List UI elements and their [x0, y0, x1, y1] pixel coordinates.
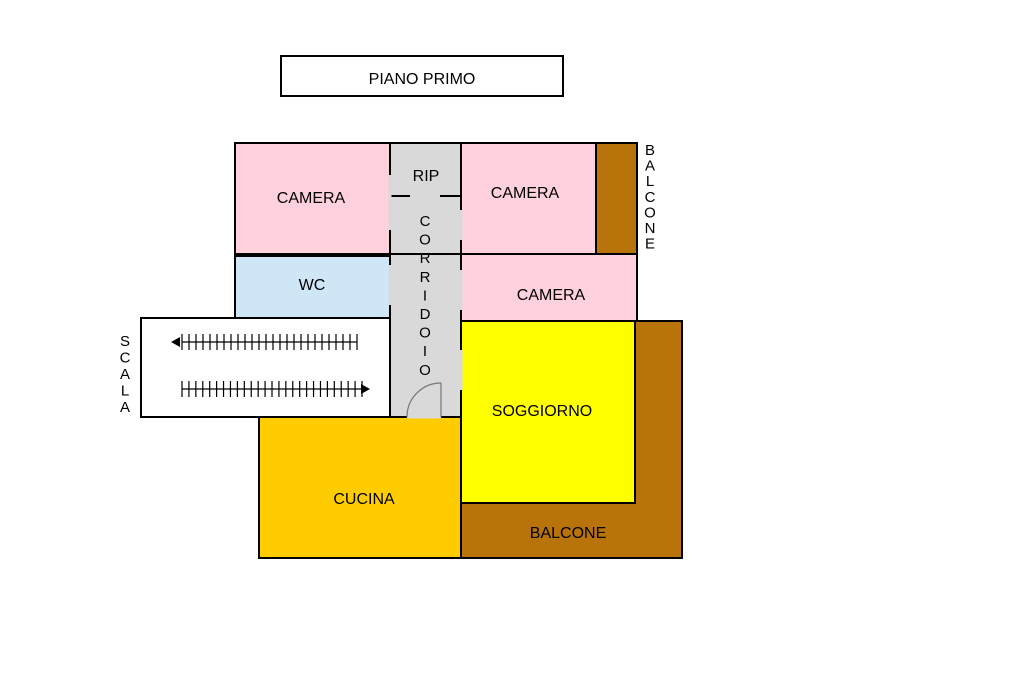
door-openings: [388, 175, 463, 419]
vertical-letter: R: [420, 250, 431, 267]
vertical-letter: L: [121, 383, 129, 400]
label-wc: WC: [299, 277, 326, 294]
camera-3-area: [461, 254, 637, 321]
stair-upper-run: [181, 334, 358, 350]
scala-area: [141, 318, 390, 417]
label-rip: RIP: [413, 168, 440, 185]
door-swing: [406, 382, 442, 418]
vertical-letter: I: [423, 343, 427, 360]
label-soggiorno: SOGGIORNO: [492, 403, 592, 420]
vertical-letter: I: [423, 287, 427, 304]
soggiorno-area: [461, 321, 635, 503]
vertical-letter: O: [419, 362, 431, 379]
corridoio-area: [390, 143, 461, 417]
stair-arrow-left: [171, 337, 180, 347]
vertical-letter: S: [120, 333, 130, 350]
cucina-area: [259, 417, 461, 558]
balcone-side-area: [596, 143, 637, 254]
label-camera-3: CAMERA: [517, 287, 586, 304]
vertical-letter: B: [645, 142, 655, 159]
label-cucina: CUCINA: [333, 491, 395, 508]
vertical-letter: C: [120, 350, 131, 367]
title-box: [280, 55, 564, 97]
vertical-letter: N: [645, 220, 656, 237]
vertical-letter: A: [645, 158, 655, 175]
camera-1-area: [235, 143, 390, 256]
vertical-letter: C: [645, 189, 656, 206]
camera-2-area: [461, 143, 596, 254]
stair-arrow-right: [361, 384, 370, 394]
stair-lower-run: [181, 381, 363, 397]
vertical-letter: D: [420, 306, 431, 323]
vertical-letter: L: [646, 173, 654, 190]
vertical-letter: O: [644, 204, 656, 221]
label-camera-1: CAMERA: [277, 190, 346, 207]
vertical-letter: O: [419, 232, 431, 249]
vertical-letter: C: [420, 213, 431, 230]
label-balcone-side: BALCONE: [644, 142, 656, 253]
vertical-letter: A: [120, 366, 130, 383]
plan-title: PIANO PRIMO: [369, 71, 476, 88]
vertical-letter: R: [420, 269, 431, 286]
walls: [140, 142, 683, 559]
wc-area: [235, 256, 390, 318]
vertical-letter: E: [645, 236, 655, 253]
vertical-letter: O: [419, 325, 431, 342]
label-balcone-bottom: BALCONE: [530, 525, 606, 542]
label-camera-2: CAMERA: [491, 185, 560, 202]
vertical-letter: A: [120, 399, 130, 416]
